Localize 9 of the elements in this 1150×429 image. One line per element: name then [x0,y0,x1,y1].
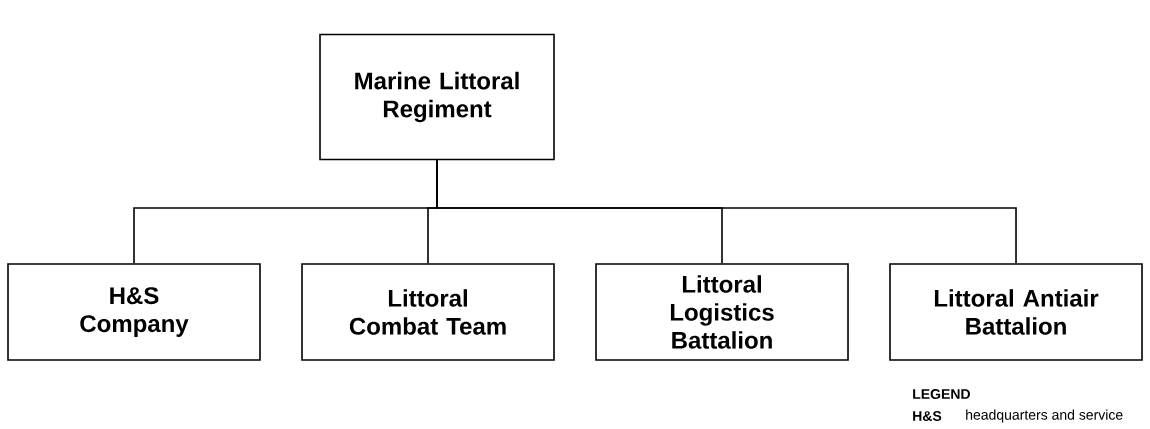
legend-definition: headquarters and service [966,409,1123,423]
unit-box: Littoral Antiair Battalion [889,263,1143,361]
unit-box: Marine Littoral Regiment [319,33,555,161]
connector-line [436,159,1017,264]
legend-title: LEGEND [913,389,970,399]
unit-box: Littoral Logistics Battalion [595,263,849,361]
legend-abbreviation: H&S [913,411,942,421]
unit-box: Littoral Combat Team [301,263,555,361]
unit-box: H&S Company [7,263,261,361]
